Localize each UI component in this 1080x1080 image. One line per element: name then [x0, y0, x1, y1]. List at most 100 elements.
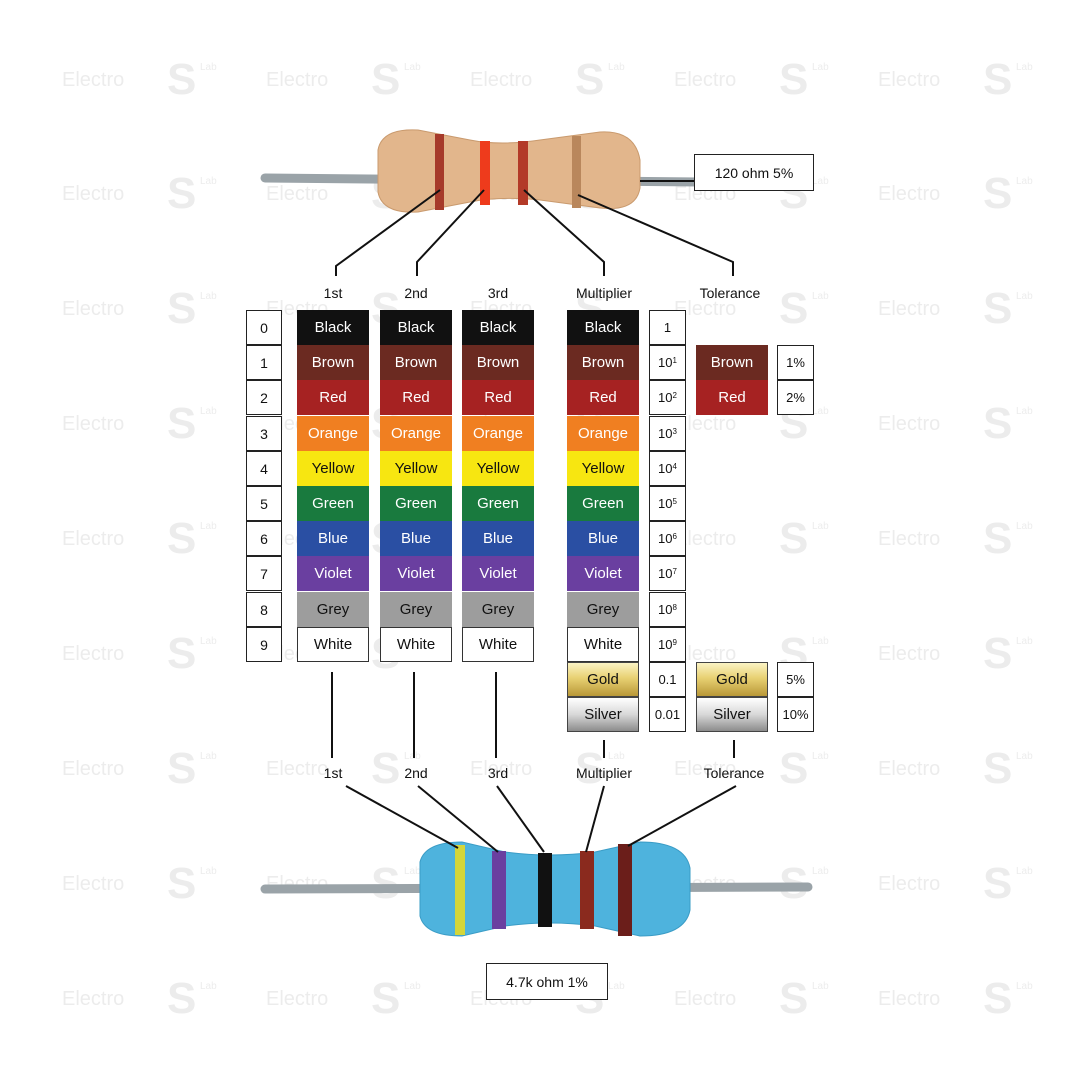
- band-2nd-red: Red: [380, 380, 452, 415]
- resistor-top-value-label: 120 ohm 5%: [694, 154, 814, 191]
- resistor-bottom-band-5: [618, 844, 632, 936]
- band-2nd-grey: Grey: [380, 592, 452, 627]
- tolerance-value: 10%: [777, 697, 814, 732]
- band-1st-violet: Violet: [297, 556, 369, 591]
- band-2nd-yellow: Yellow: [380, 451, 452, 486]
- connector-bottom-2nd: [417, 785, 499, 853]
- connector-bottom-tolerance: [627, 785, 737, 847]
- multiplier-value: 1: [649, 310, 686, 345]
- digit-cell: 8: [246, 592, 282, 627]
- digit-cell: 9: [246, 627, 282, 662]
- band-mult-white: White: [567, 627, 639, 662]
- band-3rd-orange: Orange: [462, 416, 534, 451]
- band-2nd-violet: Violet: [380, 556, 452, 591]
- band-3rd-violet: Violet: [462, 556, 534, 591]
- digit-cell: 5: [246, 486, 282, 521]
- tolerance-value: 1%: [777, 345, 814, 380]
- header-top-tolerance: Tolerance: [699, 285, 761, 301]
- connector-bottom-1st: [345, 785, 459, 849]
- band-3rd-brown: Brown: [462, 345, 534, 380]
- connectors-top: [335, 180, 734, 276]
- band-mult-brown: Brown: [567, 345, 639, 380]
- band-2nd-white: White: [380, 627, 452, 662]
- band-2nd-orange: Orange: [380, 416, 452, 451]
- connector-top-multiplier: [577, 194, 734, 276]
- resistor-bottom-band-4: [580, 851, 594, 929]
- band-1st-blue: Blue: [297, 521, 369, 556]
- resistor-bottom-band-3: [538, 853, 552, 927]
- band-mult-grey: Grey: [567, 592, 639, 627]
- connectors-vertical: [331, 672, 735, 758]
- tolerance-value: 2%: [777, 380, 814, 415]
- band-3rd-black: Black: [462, 310, 534, 345]
- band-tolerance-gold: Gold: [696, 662, 768, 697]
- band-tolerance-red: Red: [696, 380, 768, 415]
- band-3rd-blue: Blue: [462, 521, 534, 556]
- band-mult-green: Green: [567, 486, 639, 521]
- resistor-top-body: [377, 129, 641, 213]
- connectors-bottom: [345, 785, 737, 853]
- connector-top-2nd: [416, 189, 485, 276]
- resistor-top: [260, 129, 705, 213]
- resistor-top-band-3: [518, 141, 528, 205]
- multiplier-value: 0.1: [649, 662, 686, 697]
- band-3rd-grey: Grey: [462, 592, 534, 627]
- band-mult-yellow: Yellow: [567, 451, 639, 486]
- header-top-1st: 1st: [323, 285, 343, 301]
- digit-cell: 7: [246, 556, 282, 591]
- connector-bottom-3rd: [496, 785, 545, 853]
- connector-bottom-multiplier: [585, 785, 605, 853]
- band-1st-brown: Brown: [297, 345, 369, 380]
- band-1st-green: Green: [297, 486, 369, 521]
- band-1st-black: Black: [297, 310, 369, 345]
- multiplier-value: 0.01: [649, 697, 686, 732]
- band-3rd-green: Green: [462, 486, 534, 521]
- digit-cell: 1: [246, 345, 282, 380]
- band-1st-orange: Orange: [297, 416, 369, 451]
- header-bottom-multiplier: Multiplier: [575, 765, 632, 781]
- resistor-bottom-band-2: [492, 851, 506, 929]
- band-1st-grey: Grey: [297, 592, 369, 627]
- band-2nd-blue: Blue: [380, 521, 452, 556]
- band-1st-white: White: [297, 627, 369, 662]
- connector-top-3rd: [523, 189, 605, 276]
- resistor-top-band-4: [572, 136, 581, 208]
- resistor-top-band-1: [435, 134, 444, 210]
- band-mult-red: Red: [567, 380, 639, 415]
- header-bottom-tolerance: Tolerance: [703, 765, 765, 781]
- band-1st-yellow: Yellow: [297, 451, 369, 486]
- resistor-bottom-value-label: 4.7k ohm 1%: [486, 963, 608, 1000]
- band-tolerance-brown: Brown: [696, 345, 768, 380]
- band-mult-silver: Silver: [567, 697, 639, 732]
- connector-top-1st: [335, 189, 441, 276]
- header-bottom-3rd: 3rd: [487, 765, 509, 781]
- tolerance-value: 5%: [777, 662, 814, 697]
- band-3rd-red: Red: [462, 380, 534, 415]
- header-bottom-1st: 1st: [323, 765, 343, 781]
- band-mult-black: Black: [567, 310, 639, 345]
- band-tolerance-silver: Silver: [696, 697, 768, 732]
- band-3rd-white: White: [462, 627, 534, 662]
- resistor-top-band-2: [480, 141, 490, 205]
- header-top-multiplier: Multiplier: [575, 285, 632, 301]
- band-mult-gold: Gold: [567, 662, 639, 697]
- band-mult-orange: Orange: [567, 416, 639, 451]
- band-1st-red: Red: [297, 380, 369, 415]
- digit-cell: 4: [246, 451, 282, 486]
- header-bottom-2nd: 2nd: [404, 765, 428, 781]
- band-2nd-black: Black: [380, 310, 452, 345]
- resistor-bottom-band-1: [455, 845, 465, 935]
- resistor-bottom: [260, 841, 813, 937]
- band-mult-violet: Violet: [567, 556, 639, 591]
- digit-cell: 0: [246, 310, 282, 345]
- digit-cell: 2: [246, 380, 282, 415]
